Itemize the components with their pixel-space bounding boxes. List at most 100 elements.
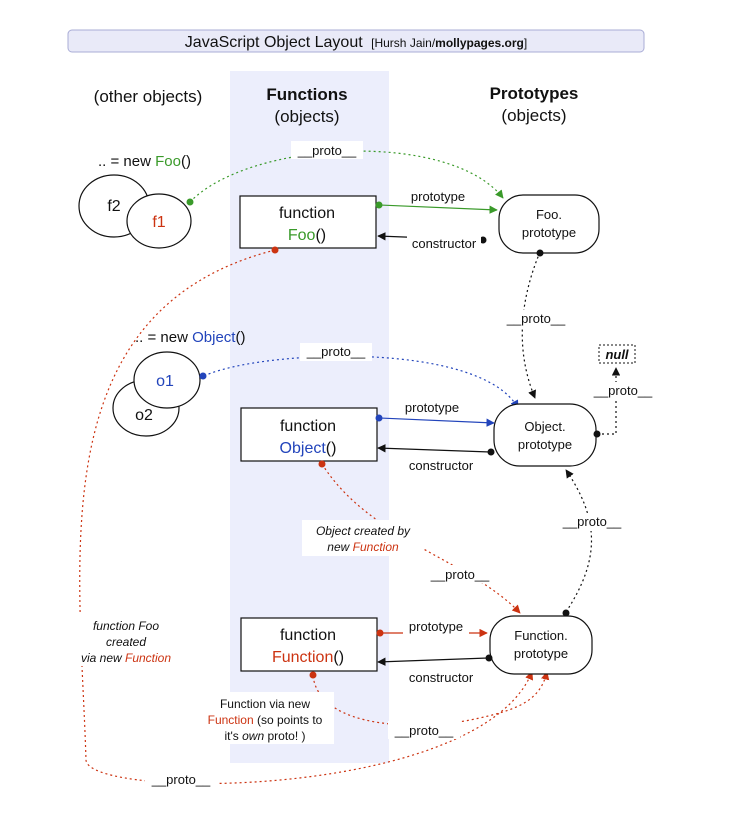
functions-header: Functions [266,85,347,104]
svg-text:constructor: constructor [409,458,474,473]
label-object-constructor: constructor [404,457,480,473]
prototypes-subheader: (objects) [501,106,566,125]
svg-text:Function.: Function. [514,628,567,643]
foo-constructor-dot [479,236,487,244]
title-bar: JavaScript Object Layout [Hursh Jain/mol… [67,29,645,53]
svg-text:Object created by: Object created by [316,524,411,538]
o1-label: o1 [156,373,174,390]
object-constructor-link [377,444,491,453]
svg-text:__proto__: __proto__ [297,143,357,158]
svg-text:__proto__: __proto__ [430,567,490,582]
objectproto-null-link [597,367,621,435]
functions-subheader: (objects) [274,107,339,126]
function-function-box: function Function() [240,617,378,672]
fnproto-proto-link [565,469,592,613]
svg-text:Function(): Function() [272,649,344,666]
foo-fn-proto-link [79,249,534,785]
svg-text:Foo(): Foo() [288,227,326,244]
svg-text:prototype: prototype [514,646,568,661]
label-function-constructor: constructor [404,668,480,685]
fooproto-proto-dot [536,249,544,257]
svg-text:Function via new: Function via new [220,697,310,711]
svg-text:prototype: prototype [409,619,463,634]
label-fooproto-proto: __proto__ [500,310,572,328]
o1-proto-dot [199,372,207,380]
function-prototype-node: Function. prototype [489,615,593,675]
function-fn-proto-dot [309,671,317,679]
object-fn-proto-dot [318,460,326,468]
object-prototype-link [379,417,495,427]
svg-text:__proto__: __proto__ [151,772,211,787]
svg-text:function: function [280,418,336,435]
new-object-caption: .. = new Object() [135,329,245,346]
svg-text:Function (so points to: Function (so points to [208,713,323,727]
note-foo-created: function Foo created via new Function [72,614,184,666]
svg-text:prototype: prototype [411,189,465,204]
f2-label: f2 [107,198,120,215]
label-object-fn-proto: __proto__ [424,565,496,583]
function-fn-proto-link [312,671,550,726]
other-objects-header: (other objects) [94,87,203,106]
svg-text:constructor: constructor [412,236,477,251]
new-foo-caption: .. = new Foo() [98,153,191,170]
svg-text:JavaScript Object Layout: JavaScript Object Layout [Hursh Jain/mol… [185,34,527,51]
title-credit-prefix: Hursh Jain/ [374,36,435,50]
label-function-fn-proto: __proto__ [388,721,460,739]
label-fnproto-proto: __proto__ [556,513,628,531]
fnproto-proto-dot [562,609,570,617]
svg-text:prototype: prototype [405,400,459,415]
o2-label: o2 [135,407,153,424]
svg-text:function: function [279,205,335,222]
function-object-box: function Object() [240,407,378,462]
objectproto-null-dot [593,430,601,438]
label-foo-fn-proto: __proto__ [145,770,217,788]
svg-text:constructor: constructor [409,670,474,685]
f1-proto-dot [186,198,194,206]
svg-text:Foo.: Foo. [536,207,562,222]
svg-text:__proto__: __proto__ [394,723,454,738]
svg-text:Object.: Object. [524,419,565,434]
foo-prototype-node: Foo. prototype [498,194,600,254]
svg-text:created: created [106,635,146,649]
svg-text:__proto__: __proto__ [306,344,366,359]
label-object-prototype: prototype [399,399,465,415]
svg-text:it's own proto! ): it's own proto! ) [225,729,306,743]
function-constructor-dot [485,654,493,662]
svg-text:prototype: prototype [518,437,572,452]
svg-text:function Foo: function Foo [93,619,159,633]
svg-text:__proto__: __proto__ [506,311,566,326]
instance-o1 [133,351,201,409]
foo-fn-proto-dot [271,246,279,254]
label-function-prototype: prototype [403,618,469,634]
object-constructor-dot [487,448,495,456]
null-node: null [598,344,636,364]
label-o1-proto: __proto__ [300,343,372,361]
svg-text:via new Function: via new Function [81,651,171,665]
svg-text:new Function: new Function [327,540,399,554]
svg-text:prototype: prototype [522,225,576,240]
label-foo-prototype: prototype [405,188,471,204]
note-function-via-new: Function via new Function (so points to … [196,692,334,744]
function-prototype-dot [376,629,384,637]
svg-text:__proto__: __proto__ [562,514,622,529]
instance-f1 [126,193,192,249]
title-credit-site: mollypages.org [435,36,524,50]
prototypes-header: Prototypes [490,84,579,103]
foo-prototype-link [379,204,498,214]
svg-text:Object(): Object() [280,440,337,457]
object-prototype-node: Object. prototype [493,403,597,467]
title-text: JavaScript Object Layout [185,34,363,51]
note-object-created: Object created by new Function [302,520,424,556]
label-objectproto-null-proto: __proto__ [590,382,658,400]
label-f1-proto: __proto__ [291,141,363,159]
label-foo-constructor: constructor [407,236,481,252]
function-constructor-link [377,657,489,666]
svg-text:function: function [280,627,336,644]
function-foo-box: function Foo() [239,195,377,249]
svg-text:__proto__: __proto__ [593,383,653,398]
f1-label: f1 [152,214,165,231]
svg-text:null: null [605,347,628,362]
foo-prototype-dot [375,201,383,209]
object-prototype-dot [375,414,383,422]
